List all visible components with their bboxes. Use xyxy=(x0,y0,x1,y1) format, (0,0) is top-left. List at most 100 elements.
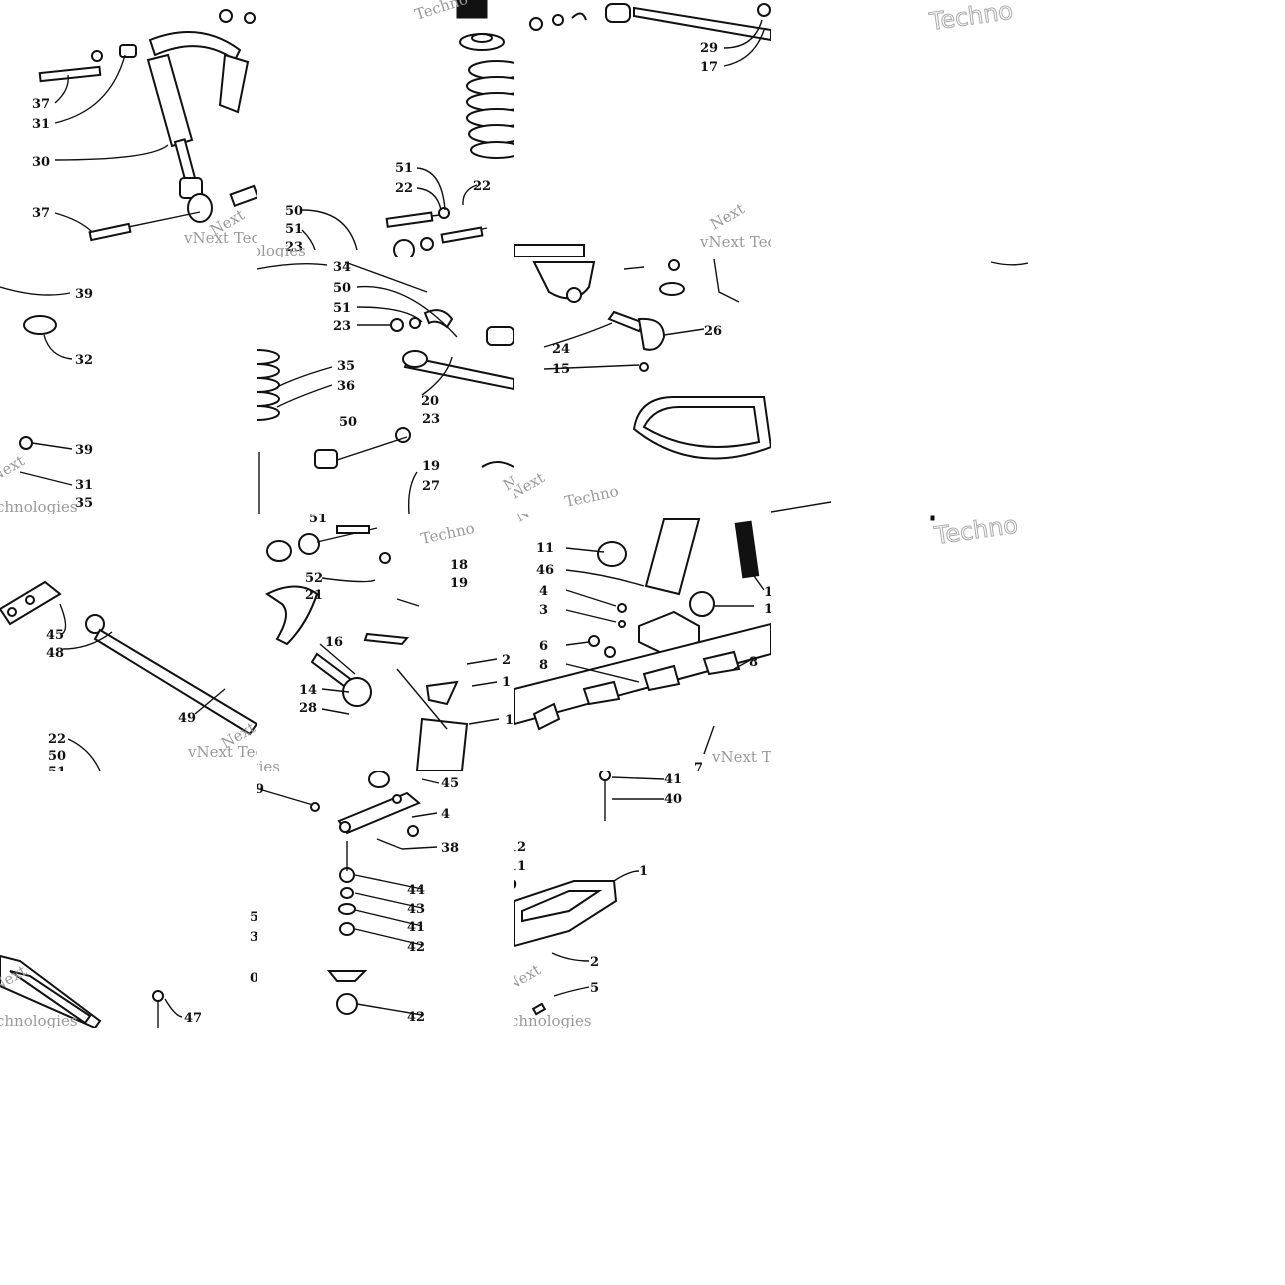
tile-ski: 41 40 12 11 9 1 2 5 Next chnologies xyxy=(514,771,771,1028)
callout-41: 41 xyxy=(407,920,425,935)
callout-42-lower: 42 xyxy=(407,1010,425,1025)
callout-46: 46 xyxy=(536,563,554,578)
callout-40: 40 xyxy=(664,792,682,807)
watermark-text: Techno xyxy=(927,0,1015,36)
callout-1-b: 1 xyxy=(764,602,771,617)
callout-labels: 39 32 39 31 35 xyxy=(75,287,93,511)
callout-30: 30 xyxy=(32,155,50,170)
watermark-fragment: gies xyxy=(257,758,280,771)
watermark-fragment: Next xyxy=(514,514,553,525)
callout-8-right: 8 xyxy=(749,655,758,670)
tile-tie-rod-end: 24 15 26 Techno Next xyxy=(514,257,771,514)
callout-47: 47 xyxy=(184,1011,202,1026)
callout-49: 49 xyxy=(178,711,196,726)
callout-51: 51 xyxy=(333,301,351,316)
callout-35: 35 xyxy=(337,359,355,374)
callout-27: 27 xyxy=(422,479,440,494)
callout-22: 22 xyxy=(48,732,66,747)
callout-9: 9 xyxy=(514,878,517,893)
callout-3: 3 xyxy=(250,930,257,945)
tile-blank-watermark: Techno xyxy=(771,0,1028,257)
tile-upper-arm: 29 17 vNext Technologies Next xyxy=(514,0,771,257)
spring-coils xyxy=(257,349,280,421)
callout-21: 21 xyxy=(305,588,323,603)
callout-31: 31 xyxy=(75,478,93,493)
callout-labels: 51 22 22 50 51 23 xyxy=(285,161,491,255)
blank-drawing: Techno xyxy=(926,0,1015,37)
watermark-text: Techno xyxy=(563,482,620,511)
callout-29: 29 xyxy=(700,41,718,56)
callout-48: 48 xyxy=(46,646,64,661)
callout-32: 32 xyxy=(75,353,93,368)
watermark-fragment-2: chnologies xyxy=(0,1012,78,1028)
tile-rod-end xyxy=(771,257,1028,514)
callout-5: 5 xyxy=(250,910,257,925)
callout-23: 23 xyxy=(285,240,303,255)
callout-1: 1 xyxy=(764,585,771,600)
callout-50-lower: 50 xyxy=(339,415,357,430)
tile-spindle: 51 52 18 19 21 16 14 28 2 1 1 Techno gie… xyxy=(257,514,514,771)
blank-drawing: Techno xyxy=(930,514,1020,551)
callout-3: 3 xyxy=(539,603,548,618)
clamps-drawing: 39 32 39 31 35 Next chnologies xyxy=(0,286,93,514)
watermark-text: vNext Technologies xyxy=(187,743,257,761)
callout-41: 41 xyxy=(664,772,682,787)
callout-51: 51 xyxy=(395,161,413,176)
callout-12: 12 xyxy=(514,840,526,855)
callout-14: 14 xyxy=(299,683,317,698)
callout-50: 50 xyxy=(333,281,351,296)
callout-17: 17 xyxy=(700,60,718,75)
callout-23-lower: 23 xyxy=(422,412,440,427)
callout-labels: 34 50 51 23 35 36 50 23 20 19 27 xyxy=(333,260,440,494)
callout-15: 15 xyxy=(552,362,570,377)
callout-labels: 11 46 4 3 6 8 1 1 8 7 xyxy=(536,541,771,771)
callout-31: 31 xyxy=(32,117,50,132)
rod-end-drawing xyxy=(771,261,1028,513)
callout-11: 11 xyxy=(514,859,526,874)
callout-24: 24 xyxy=(552,342,570,357)
callout-22: 22 xyxy=(395,181,413,196)
ski-mount-drawing: 11 46 4 3 6 8 1 1 8 7 vNext Technologies… xyxy=(514,514,771,771)
watermark-fragment-2: chnologies xyxy=(0,498,78,514)
tile-clamps: 39 32 39 31 35 Next chnologies xyxy=(0,257,257,514)
callout-6: 6 xyxy=(539,639,548,654)
callout-39-lower: 39 xyxy=(75,443,93,458)
callout-2: 2 xyxy=(590,955,599,970)
callout-51: 51 xyxy=(309,514,327,526)
callout-4: 4 xyxy=(441,807,450,822)
callout-34: 34 xyxy=(333,260,351,275)
lower-arm-drawing: 34 50 51 23 35 36 50 23 20 19 27 Next xyxy=(257,260,514,514)
watermark-fragment: Next xyxy=(0,452,28,486)
callout-1: 1 xyxy=(502,675,511,690)
upper-arm-drawing: 29 17 vNext Technologies Next xyxy=(514,3,771,257)
steering-rod-drawing: 45 48 49 22 50 51 vNext Technologies Nex… xyxy=(0,580,257,771)
tile-blank-watermark-2: Techno xyxy=(771,514,1028,771)
watermark-text: Techno xyxy=(932,514,1020,550)
callout-labels: 45 48 49 22 50 51 xyxy=(46,628,196,771)
callout-39: 39 xyxy=(75,287,93,302)
callout-43: 43 xyxy=(407,902,425,917)
callout-4: 4 xyxy=(539,584,548,599)
watermark-fragment: Next xyxy=(514,961,544,995)
tile-steering-rod: 45 48 49 22 50 51 vNext Technologies Nex… xyxy=(0,514,257,771)
watermark-text: Techno xyxy=(419,519,476,548)
callout-44: 44 xyxy=(407,883,425,898)
tile-ski-mount: 11 46 4 3 6 8 1 1 8 7 vNext Technologies… xyxy=(514,514,771,771)
callout-28: 28 xyxy=(299,701,317,716)
callout-2: 2 xyxy=(502,653,511,668)
callout-36: 36 xyxy=(337,379,355,394)
tile-shock-absorber: 37 31 30 37 vNext Technologies Next xyxy=(0,0,257,257)
watermark-text: vNext Technologies xyxy=(711,748,771,766)
callout-5: 5 xyxy=(590,981,599,996)
callout-51-lower: 51 xyxy=(285,222,303,237)
callout-52: 52 xyxy=(305,571,323,586)
callout-18: 18 xyxy=(450,558,468,573)
tile-coil-spring: 51 22 22 50 51 23 Techno ologies xyxy=(257,0,514,257)
shock-absorber-drawing: 37 31 30 37 vNext Technologies Next xyxy=(32,9,257,247)
callout-1: 1 xyxy=(639,864,648,879)
callout-26: 26 xyxy=(704,324,722,339)
callout-9: 9 xyxy=(257,782,264,797)
callout-11: 11 xyxy=(536,541,554,556)
watermark-fragment: Next xyxy=(707,200,748,234)
watermark-fragment-2: chnologies xyxy=(514,1012,592,1028)
